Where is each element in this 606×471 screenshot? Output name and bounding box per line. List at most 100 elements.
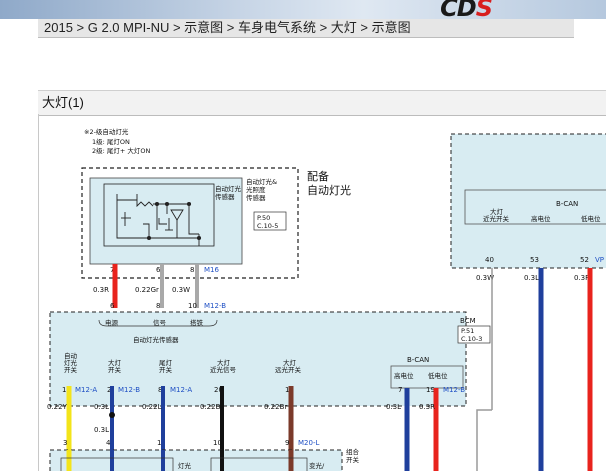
right-pin: 52 [580,256,589,264]
bcm-pin: 8 [158,386,162,394]
bcm-wire: 0.22Br [264,403,287,411]
bcm-can-wire: 0.3R [419,403,435,411]
bcm-pin: 2 [107,386,111,394]
note-line: ※2-级自动灯光 [84,127,129,136]
sensor-label: 自动灯光 [215,184,242,193]
sensor-outer-label: 光照度 [246,185,266,194]
right-module-can-high: 高电位 [531,214,551,223]
bcm-connector: M12-A [75,386,97,394]
sensor-top-pin: 7 [110,266,114,274]
header-banner: CDS [0,0,606,22]
right-wire: 0.3R [574,274,590,282]
right-wire: 0.3W [476,274,494,282]
breadcrumb[interactable]: 2015 > G 2.0 MPI-NU > 示意图 > 车身电气系统 > 大灯 … [38,19,574,38]
sensor-circuit-symbol [116,194,202,246]
sensor-signal-label: 搭铁 [190,318,204,327]
bcm-switch-label: 大灯 [217,358,231,367]
bcm-switch-label: 自动 [64,351,78,360]
switch-inner-box [60,457,174,471]
bcm-label: BCM [460,317,476,325]
sensor-module [89,177,243,265]
sensor-wire: 0.3R [93,286,109,294]
sensor-top-pin: 8 [190,266,194,274]
bcm-switch-label: 近光信号 [210,365,237,374]
bcm-pin: 1 [285,386,289,394]
combo-switch-label: 开关 [346,455,360,464]
sensor-inner-box [103,183,215,247]
sensor-wire: 0.3W [172,286,190,294]
right-module-can-label: B-CAN [556,200,578,208]
sensor-signal-label: 电源 [105,318,119,327]
bcm-wire: 0.3L [94,403,109,411]
combo-switch-module [49,449,343,471]
bcm-switch-label: 大灯 [283,358,297,367]
right-module-sw2: 近光开关 [483,214,510,223]
note-line: 2级: 尾灯+ 大灯ON [92,146,151,155]
bcm-bottom-connector: M20-L [298,439,319,447]
bcm-can-label: B-CAN [407,356,429,364]
bcm-connector: M12-B [118,386,140,394]
bcm-can-box [390,365,464,389]
bcm-bottom-pin: 9 [285,439,289,447]
bcm-ref: P.51 [461,327,474,335]
brand-logo: CDS [440,0,493,22]
bcm-switch-label: 开关 [108,365,122,374]
sensor-bracket [98,319,218,327]
right-connector: VP [595,256,604,264]
sensor-bottom-pin: 6 [110,302,115,310]
bcm-switch-label: 开关 [159,365,173,374]
note-line: 1级: 尾灯ON [92,137,130,146]
sensor-group-label: 自动灯光传感器 [133,335,179,344]
diagram-title: 大灯(1) [38,90,606,116]
sensor-signal-label: 信号 [153,318,167,327]
bcm-can-high: 高电位 [394,371,414,380]
bcm-wire: 0.3L [94,426,109,434]
sensor-label: 传感器 [215,192,235,201]
right-module-can-low: 低电位 [581,214,601,223]
switch-inner-box [210,457,308,471]
bcm-can-low: 低电位 [428,371,448,380]
bcm-pin: 20 [214,386,223,394]
bcm-bottom-pin: 3 [63,439,67,447]
bcm-ref: C.10-3 [461,335,482,343]
bcm-bottom-pin: 4 [106,439,111,447]
sensor-connector-bottom: M12-B [204,302,226,310]
sensor-bottom-pin: 10 [188,302,197,310]
right-pin: 40 [485,256,494,264]
sensor-connector-top: M16 [204,266,219,274]
bcm-wire: 0.22L [142,403,162,411]
sensor-top-pin: 6 [156,266,161,274]
bcm-can-wire: 0.3L [386,403,401,411]
switch-bottom-label: 灯光 [178,461,192,470]
combo-switch-label: 组合 [346,447,360,456]
bcm-can-connector: M12-B [443,386,465,394]
option-label: 配备 [307,169,329,183]
switch-bottom-label: 变光/ [309,461,325,470]
sensor-wire: 0.22Gr [135,286,159,294]
sensor-outer-label: 自动灯光& [246,177,277,186]
bcm-module [49,311,467,407]
option-label: 自动灯光 [307,183,351,197]
sensor-ref: C.10-5 [257,222,278,230]
bcm-pin: 11 [62,386,71,394]
bcm-switch-label: 尾灯 [159,358,173,367]
bcm-switch-label: 灯光 [64,358,78,367]
bcm-switch-label: 开关 [64,365,78,374]
sensor-ref-box [253,211,287,231]
wire-white [476,409,492,471]
right-module-sw1: 大灯 [490,207,504,216]
right-module [450,133,606,269]
sensor-bottom-pin: 8 [156,302,160,310]
sensor-outer-label: 传感器 [246,193,266,202]
option-enclosure [81,167,299,279]
bcm-switch-label: 大灯 [108,358,122,367]
bcm-switch-label: 远光开关 [275,365,302,374]
bcm-bottom-pin: 10 [213,439,222,447]
right-wire: 0.3L [524,274,539,282]
bcm-ref-box [457,325,491,344]
sensor-ref: P.50 [257,214,270,222]
splice-dot [109,412,115,418]
bcm-wire: 0.22Y [47,403,68,411]
bcm-wire: 0.22B [200,403,221,411]
bcm-connector: M12-A [170,386,192,394]
